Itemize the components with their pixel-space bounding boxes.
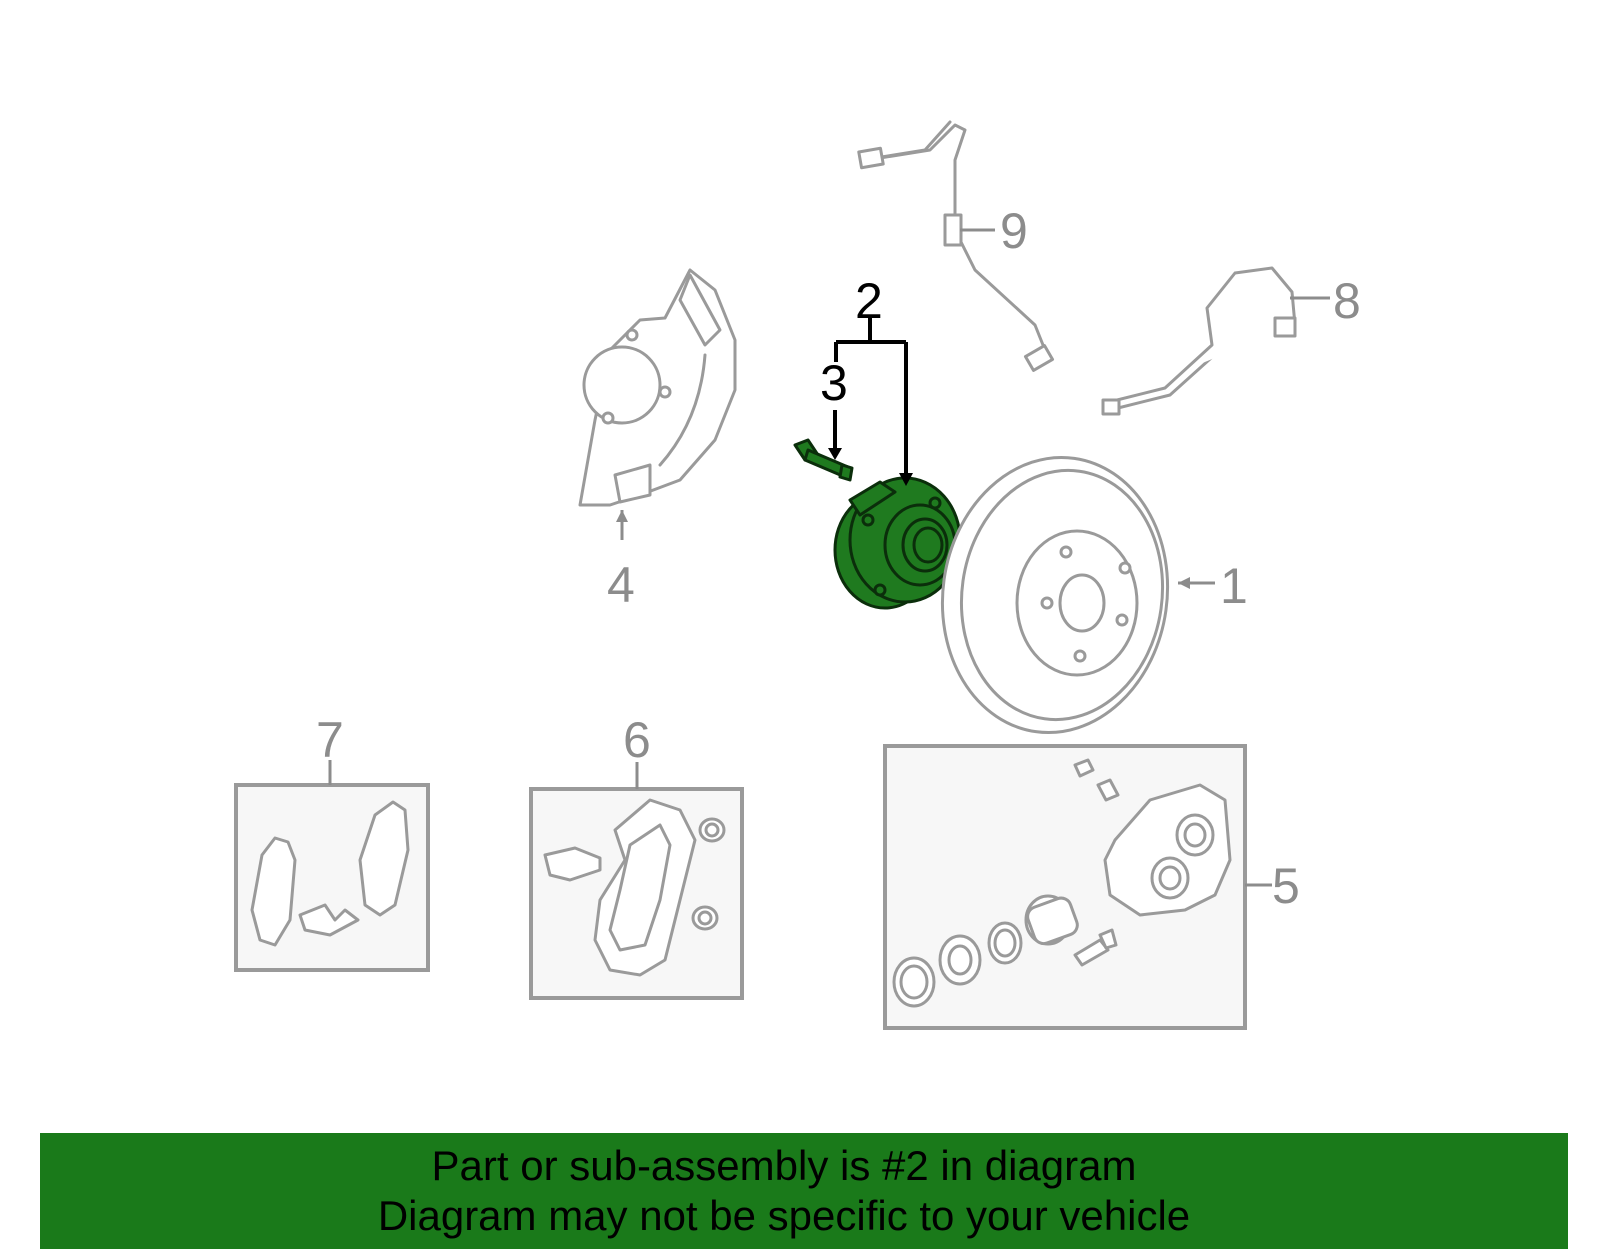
callout-9: 9 — [1000, 203, 1028, 259]
part-7-pads — [250, 800, 410, 947]
callout-2: 2 — [855, 273, 883, 329]
callout-1: 1 — [1220, 558, 1248, 614]
callout-8: 8 — [1333, 273, 1361, 329]
part-1-brake-rotor — [940, 455, 1170, 735]
callout-5: 5 — [1272, 858, 1300, 914]
part-6-bracket — [543, 798, 726, 977]
part-9-speed-sensor — [857, 120, 1055, 372]
part-2-hub-assembly — [833, 476, 962, 610]
part-3-hub-bolt — [793, 438, 854, 482]
banner-line-1: Part or sub-assembly is #2 in diagram — [431, 1142, 1137, 1189]
part-5-caliper — [892, 758, 1232, 1008]
part-8-brake-hose — [1101, 266, 1297, 416]
callout-3: 3 — [820, 355, 848, 411]
info-banner: Part or sub-assembly is #2 in diagram Di… — [40, 1133, 1568, 1249]
part-4-dust-shield — [578, 268, 737, 507]
callout-6: 6 — [623, 712, 651, 768]
callout-4: 4 — [607, 557, 635, 613]
banner-line-2: Diagram may not be specific to your vehi… — [377, 1192, 1191, 1239]
callout-7: 7 — [316, 712, 344, 768]
